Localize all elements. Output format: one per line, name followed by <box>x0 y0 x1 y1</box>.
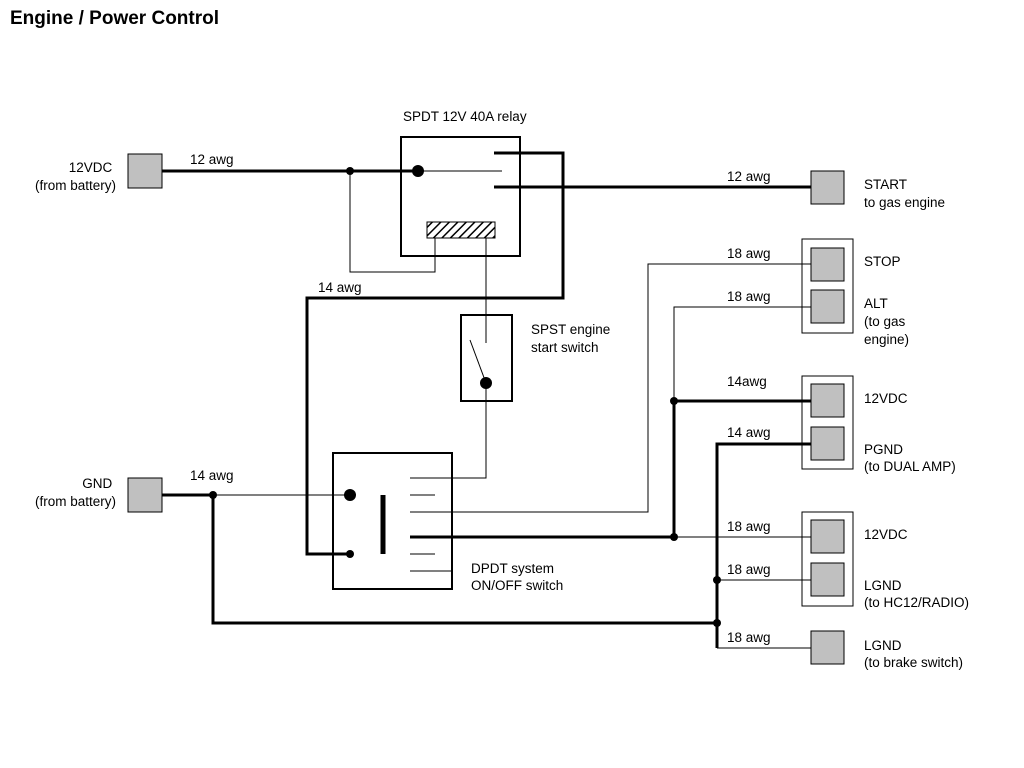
radio-12v-terminal <box>810 519 845 554</box>
wire-gnd-bus <box>211 495 717 625</box>
wire-label-amp-12v: 14awg <box>727 374 767 389</box>
battery-gnd-terminal <box>127 477 163 513</box>
amp-pgnd-terminal <box>810 426 845 461</box>
amp-12v-terminal <box>810 383 845 418</box>
wire-label-start: 12 awg <box>727 169 771 184</box>
radio-lgnd-terminal <box>810 562 845 597</box>
battery-12v-terminal <box>127 153 163 189</box>
battery-gnd-source: GND (from battery) <box>35 476 163 513</box>
brake-lgnd-terminal <box>810 630 845 665</box>
amp-12v-label: 12VDC <box>864 391 908 406</box>
radio-12v-output: 12VDC <box>810 519 908 554</box>
wire-label-battery-12v: 12 awg <box>190 152 234 167</box>
wire-label-radio-12v: 18 awg <box>727 519 771 534</box>
battery-12v-source: 12VDC (from battery) <box>35 153 163 193</box>
stop-output: STOP <box>810 247 901 282</box>
radio-lgnd-label: LGND (to HC12/RADIO) <box>864 578 969 610</box>
wire-relay-to-dpdt <box>305 151 565 556</box>
start-terminal <box>810 170 845 205</box>
battery-12v-label: 12VDC (from battery) <box>35 160 116 193</box>
amp-12v-output: 12VDC <box>810 383 908 418</box>
radio-12v-label: 12VDC <box>864 527 908 542</box>
wire-label-stop: 18 awg <box>727 246 771 261</box>
amp-pgnd-label: PGND (to DUAL AMP) <box>864 442 956 474</box>
brake-lgnd-label: LGND (to brake switch) <box>864 638 963 670</box>
wire-label-amp-pgnd: 14 awg <box>727 425 771 440</box>
alt-label: ALT (to gas engine) <box>864 296 909 347</box>
alt-output: ALT (to gas engine) <box>810 289 909 347</box>
stop-label: STOP <box>864 254 901 269</box>
wire-label-alt: 18 awg <box>727 289 771 304</box>
wires <box>162 151 811 649</box>
radio-lgnd-output: LGND (to HC12/RADIO) <box>810 562 969 610</box>
wire-label-relay-to-dpdt: 14 awg <box>318 280 362 295</box>
dpdt-switch-label: DPDT system ON/OFF switch <box>471 561 563 593</box>
relay-body <box>400 136 521 257</box>
wire-alt <box>673 306 811 401</box>
battery-gnd-label: GND (from battery) <box>35 476 116 509</box>
wire-labels: 12 awg 12 awg 14 awg 14 awg 18 awg 18 aw… <box>190 152 771 645</box>
spst-switch-label: SPST engine start switch <box>531 322 614 355</box>
wire-label-brake-lgnd: 18 awg <box>727 630 771 645</box>
dpdt-switch-body <box>332 452 453 590</box>
start-output: START to gas engine <box>810 170 945 210</box>
alt-terminal <box>810 289 845 324</box>
radio-connector-group <box>801 511 854 607</box>
stop-terminal <box>810 247 845 282</box>
amp-connector-group <box>801 375 854 470</box>
wire-label-radio-lgnd: 18 awg <box>727 562 771 577</box>
engine-connector-group <box>801 238 854 334</box>
brake-lgnd-output: LGND (to brake switch) <box>810 630 963 670</box>
wire-amp-pgnd <box>715 442 811 648</box>
wire-label-gnd: 14 awg <box>190 468 234 483</box>
relay-coil <box>426 221 496 239</box>
spst-start-switch: SPST engine start switch <box>460 314 614 402</box>
relay-label: SPDT 12V 40A relay <box>403 109 527 124</box>
dpdt-system-switch: DPDT system ON/OFF switch <box>332 452 563 593</box>
amp-pgnd-output: PGND (to DUAL AMP) <box>810 426 956 474</box>
wire-stop <box>410 263 811 513</box>
start-label: START to gas engine <box>864 177 945 210</box>
page-title: Engine / Power Control <box>10 8 219 29</box>
relay: SPDT 12V 40A relay <box>400 109 527 257</box>
